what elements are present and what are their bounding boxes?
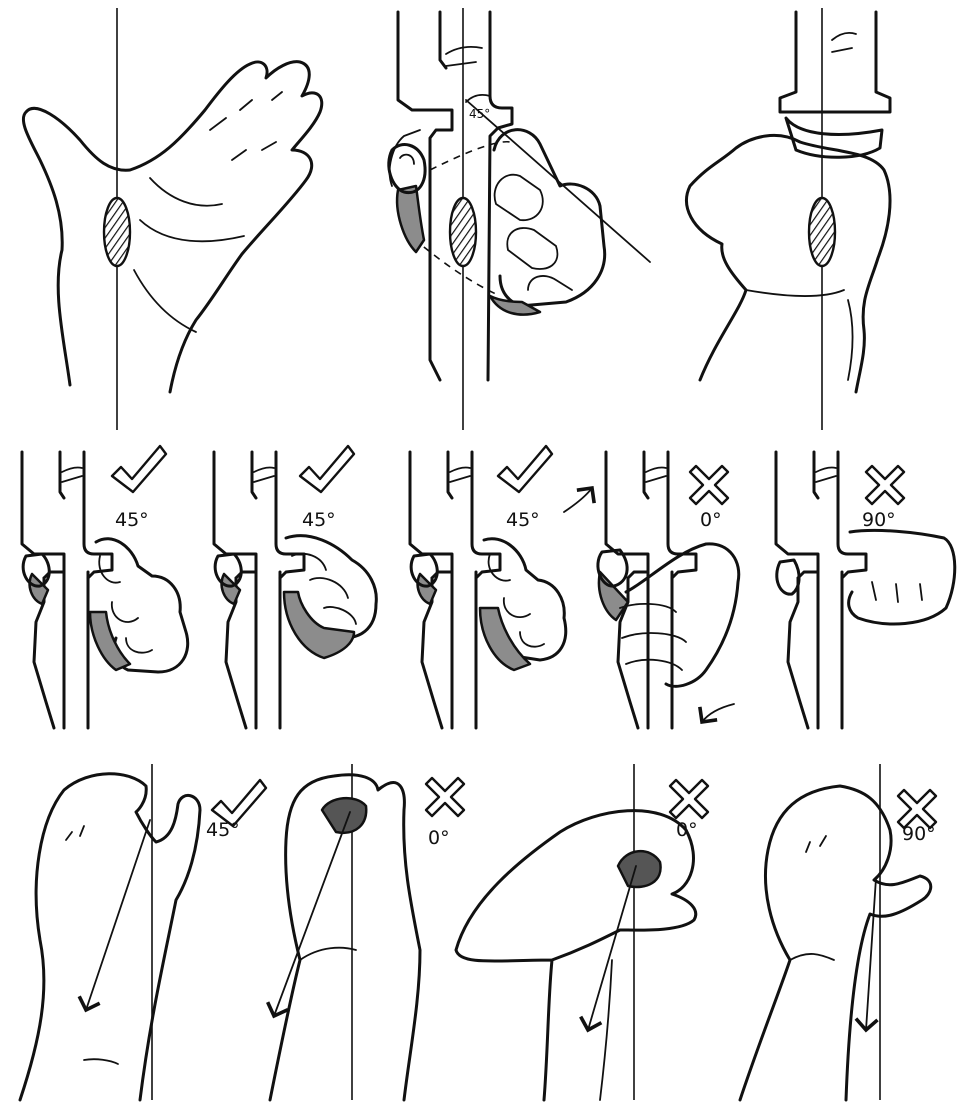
angle-label: 45° [469, 107, 490, 121]
cross-icon [866, 466, 904, 504]
angle-label-bottom-4: 90° [902, 823, 936, 845]
angle-label-mid-4: 0° [700, 509, 722, 531]
angle-label-bottom-3: 0° [676, 819, 698, 841]
angle-label-bottom-2: 0° [428, 827, 450, 849]
angle-label-mid-5: 90° [862, 509, 896, 531]
angle-label-bottom-1: 45° [206, 819, 240, 841]
pivot-point-marker [450, 198, 476, 266]
checkmark-icon [300, 446, 354, 492]
wrist-option-3 [456, 764, 696, 1100]
pivot-point-marker [104, 198, 130, 266]
cross-icon [426, 778, 464, 816]
grip-option-5 [776, 452, 955, 728]
wrist-option-4 [740, 764, 931, 1100]
wrist-option-1 [20, 764, 200, 1100]
cross-icon [670, 780, 708, 818]
hand-on-grip-panel: 45° [389, 8, 650, 430]
pivot-point-marker [809, 198, 835, 266]
checkmark-icon [112, 446, 166, 492]
angle-label-mid-1: 45° [115, 509, 149, 531]
grip-option-1 [22, 452, 188, 728]
wrist-option-2 [270, 764, 420, 1100]
angle-label-mid-3: 45° [506, 509, 540, 531]
grip-option-3 [410, 452, 592, 728]
back-of-hand-panel [687, 8, 890, 430]
grip-option-2 [214, 452, 376, 728]
angle-label-mid-2: 45° [302, 509, 336, 531]
checkmark-icon [498, 446, 552, 492]
cross-icon [690, 466, 728, 504]
open-hand-panel [23, 8, 321, 430]
